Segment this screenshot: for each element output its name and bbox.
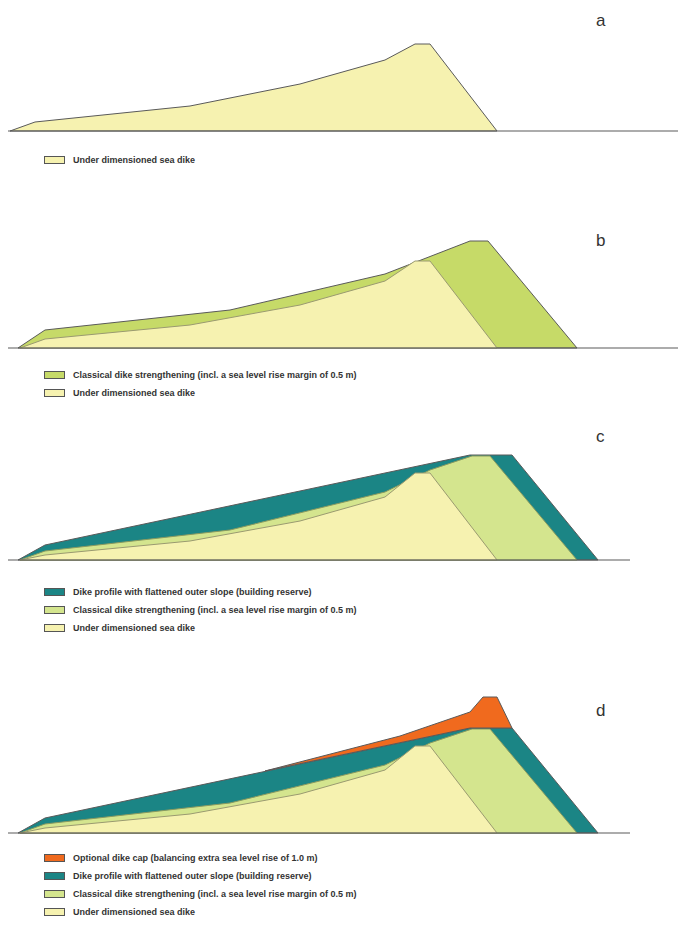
legend-text: Optional dike cap (balancing extra sea l… [73,852,318,864]
under-dimensioned-dike [10,44,497,131]
ground-line [8,347,678,348]
legend-text: Classical dike strengthening (incl. a se… [73,369,357,381]
legend-text: Dike profile with flattened outer slope … [73,586,312,598]
panel-letter: d [596,702,605,719]
legend-text: Classical dike strengthening (incl. a se… [73,604,357,616]
ground-line [8,559,630,560]
legend-row: Dike profile with flattened outer slope … [44,870,312,882]
legend-text: Classical dike strengthening (incl. a se… [73,888,357,900]
panel-letter: a [596,12,605,29]
legend-row: Classical dike strengthening (incl. a se… [44,604,357,616]
legend-swatch [44,872,65,880]
under-dimensioned-dike [20,473,497,560]
legend-swatch [44,624,65,632]
legend-row: Under dimensioned sea dike [44,387,195,399]
flattened-outer-slope [18,728,598,833]
legend-row: Dike profile with flattened outer slope … [44,586,312,598]
ground-line [8,130,678,131]
classical-strengthening [18,241,577,348]
legend-swatch [44,156,65,164]
legend-swatch [44,890,65,898]
legend-swatch [44,908,65,916]
flattened-outer-slope [18,455,598,560]
legend-row: Classical dike strengthening (incl. a se… [44,369,357,381]
legend-row: Under dimensioned sea dike [44,622,195,634]
under-dimensioned-dike [20,746,497,833]
under-dimensioned-dike [20,261,497,348]
legend-row: Optional dike cap (balancing extra sea l… [44,852,318,864]
panel-letter: c [596,428,605,445]
legend-text: Under dimensioned sea dike [73,906,195,918]
legend-text: Under dimensioned sea dike [73,387,195,399]
legend-swatch [44,854,65,862]
legend-text: Under dimensioned sea dike [73,622,195,634]
legend-swatch [44,389,65,397]
classical-strengthening [20,456,577,560]
legend-row: Under dimensioned sea dike [44,906,195,918]
classical-strengthening [20,729,577,833]
legend-swatch [44,371,65,379]
panel-letter: b [596,232,605,249]
legend-swatch [44,588,65,596]
legend-swatch [44,606,65,614]
ground-line [8,832,630,833]
legend-row: Classical dike strengthening (incl. a se… [44,888,357,900]
legend-text: Dike profile with flattened outer slope … [73,870,312,882]
legend-row: Under dimensioned sea dike [44,154,195,166]
legend-text: Under dimensioned sea dike [73,154,195,166]
optional-dike-cap [265,697,512,771]
